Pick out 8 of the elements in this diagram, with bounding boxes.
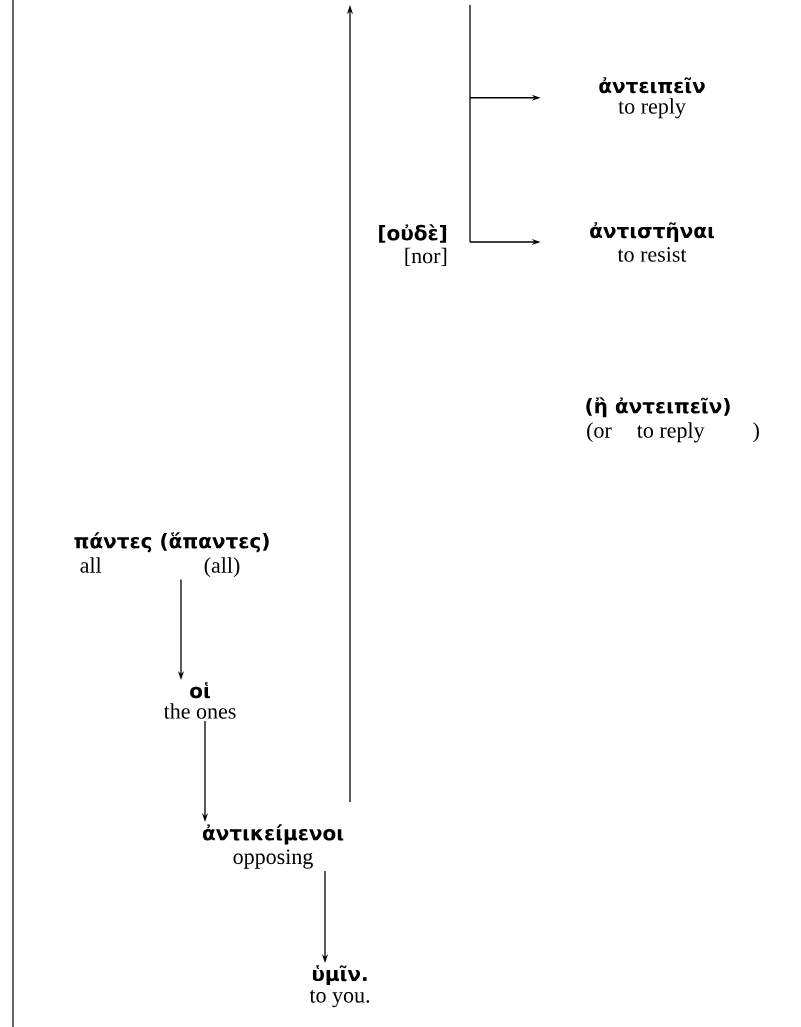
- glossed-word: ἀντιστῆναι to resist: [590, 222, 714, 262]
- glossed-word: ὑμῖν. to you.: [309, 965, 370, 1008]
- glossed-word: πάντες (ἅπαντες) all (all): [74, 532, 269, 578]
- glossed-word: οἱ the ones: [163, 682, 236, 719]
- glossed-word: (ἢ ἀντειπεῖν) (or to reply ): [586, 397, 759, 443]
- glossed-word: ἀντειπεῖν to reply: [599, 77, 705, 119]
- glossed-word: [οὐδὲ] [nor]: [379, 224, 447, 267]
- glossed-word: ἀντικείμενοι opposing: [202, 824, 344, 869]
